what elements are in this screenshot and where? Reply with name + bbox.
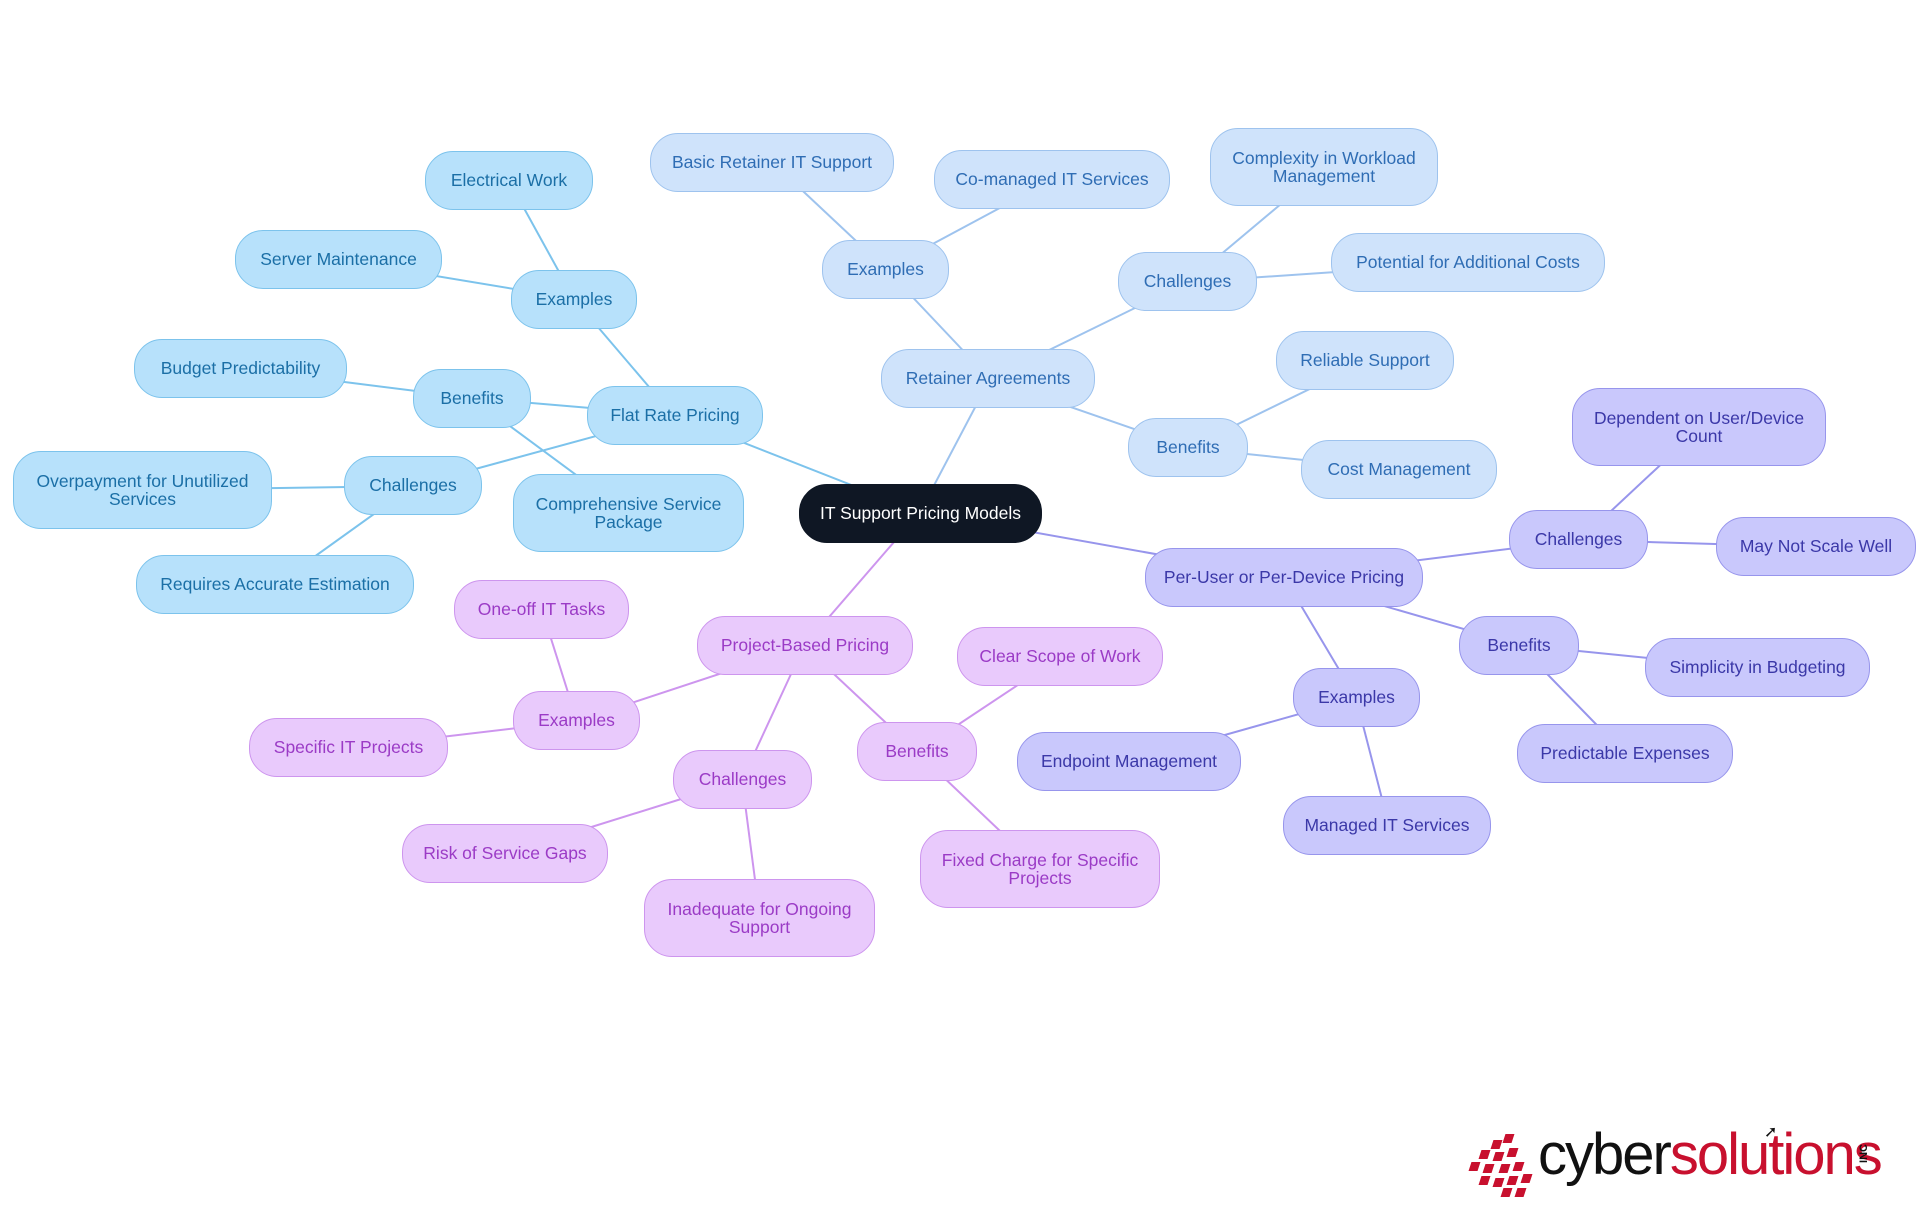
simplicity-budgeting-label: Simplicity in Budgeting [1669, 657, 1846, 678]
may-not-scale-node[interactable]: May Not Scale Well [1716, 517, 1916, 576]
server-maintenance-label: Server Maintenance [260, 249, 417, 270]
per-user-benefits-node[interactable]: Benefits [1459, 616, 1579, 675]
per-user-pricing-node[interactable]: Per-User or Per-Device Pricing [1145, 548, 1423, 607]
retainer-agreements-node[interactable]: Retainer Agreements [881, 349, 1095, 408]
logo-word-cyber: cyber [1538, 1122, 1672, 1187]
flat-rate-benefits-label: Benefits [440, 388, 504, 409]
retainer-agreements-label: Retainer Agreements [905, 368, 1071, 389]
per-user-pricing-label: Per-User or Per-Device Pricing [1163, 567, 1405, 588]
project-benefits-label: Benefits [885, 741, 949, 762]
comprehensive-service-package-label: Comprehensive Service Package [535, 493, 722, 532]
risk-service-gaps-node[interactable]: Risk of Service Gaps [402, 824, 608, 883]
inadequate-ongoing-label: Inadequate for Ongoing Support [667, 898, 852, 937]
endpoint-management-label: Endpoint Management [1040, 751, 1218, 772]
retainer-examples-label: Examples [847, 259, 924, 280]
flat-rate-benefits-node[interactable]: Benefits [413, 369, 531, 428]
overpayment-label: Overpayment for Unutilized Services [36, 470, 249, 509]
electrical-work-label: Electrical Work [450, 170, 568, 191]
managed-it-services-label: Managed IT Services [1304, 815, 1470, 836]
logo-inc: INC [1858, 1144, 1870, 1163]
fixed-charge-label: Fixed Charge for Specific Projects [941, 849, 1139, 888]
cost-management-node[interactable]: Cost Management [1301, 440, 1497, 499]
basic-retainer-label: Basic Retainer IT Support [671, 152, 873, 173]
endpoint-management-node[interactable]: Endpoint Management [1017, 732, 1241, 791]
retainer-benefits-node[interactable]: Benefits [1128, 418, 1248, 477]
retainer-examples-node[interactable]: Examples [822, 240, 949, 299]
reliable-support-node[interactable]: Reliable Support [1276, 331, 1454, 390]
specific-it-projects-label: Specific IT Projects [273, 737, 424, 758]
project-challenges-node[interactable]: Challenges [673, 750, 812, 809]
per-user-challenges-label: Challenges [1534, 529, 1623, 550]
potential-additional-costs-node[interactable]: Potential for Additional Costs [1331, 233, 1605, 292]
flat-rate-examples-node[interactable]: Examples [511, 270, 637, 329]
root-node-label: IT Support Pricing Models [819, 503, 1022, 524]
flat-rate-pricing-label: Flat Rate Pricing [610, 405, 740, 426]
electrical-work-node[interactable]: Electrical Work [425, 151, 593, 210]
root-node[interactable]: IT Support Pricing Models [799, 484, 1042, 543]
one-off-tasks-node[interactable]: One-off IT Tasks [454, 580, 629, 639]
per-user-benefits-label: Benefits [1487, 635, 1551, 656]
budget-predictability-label: Budget Predictability [160, 358, 321, 379]
per-user-examples-node[interactable]: Examples [1293, 668, 1420, 727]
simplicity-budgeting-node[interactable]: Simplicity in Budgeting [1645, 638, 1870, 697]
may-not-scale-label: May Not Scale Well [1739, 536, 1893, 557]
requires-accurate-estimation-label: Requires Accurate Estimation [160, 574, 390, 595]
retainer-challenges-node[interactable]: Challenges [1118, 252, 1257, 311]
project-challenges-label: Challenges [698, 769, 787, 790]
inadequate-ongoing-node[interactable]: Inadequate for Ongoing Support [644, 879, 875, 957]
dependent-count-label: Dependent on User/Device Count [1593, 407, 1805, 446]
co-managed-label: Co-managed IT Services [955, 169, 1149, 190]
project-examples-label: Examples [538, 710, 615, 731]
flat-rate-examples-label: Examples [535, 289, 613, 310]
per-user-examples-label: Examples [1318, 687, 1395, 708]
per-user-challenges-node[interactable]: Challenges [1509, 510, 1648, 569]
co-managed-node[interactable]: Co-managed IT Services [934, 150, 1170, 209]
reliable-support-label: Reliable Support [1300, 350, 1430, 371]
overpayment-node[interactable]: Overpayment for Unutilized Services [13, 451, 272, 529]
specific-it-projects-node[interactable]: Specific IT Projects [249, 718, 448, 777]
flat-rate-challenges-label: Challenges [369, 475, 457, 496]
dependent-count-node[interactable]: Dependent on User/Device Count [1572, 388, 1826, 466]
logo-word-solutions: solutions [1669, 1122, 1883, 1187]
risk-service-gaps-label: Risk of Service Gaps [423, 843, 587, 864]
server-maintenance-node[interactable]: Server Maintenance [235, 230, 442, 289]
managed-it-services-node[interactable]: Managed IT Services [1283, 796, 1491, 855]
project-based-pricing-node[interactable]: Project-Based Pricing [697, 616, 913, 675]
predictable-expenses-node[interactable]: Predictable Expenses [1517, 724, 1733, 783]
budget-predictability-node[interactable]: Budget Predictability [134, 339, 347, 398]
complexity-workload-node[interactable]: Complexity in Workload Management [1210, 128, 1438, 206]
potential-additional-costs-label: Potential for Additional Costs [1356, 252, 1580, 273]
clear-scope-label: Clear Scope of Work [979, 646, 1141, 667]
logo-arrow-icon: ➚ [1764, 1124, 1778, 1141]
one-off-tasks-label: One-off IT Tasks [477, 599, 606, 620]
requires-accurate-estimation-node[interactable]: Requires Accurate Estimation [136, 555, 414, 614]
project-examples-node[interactable]: Examples [513, 691, 640, 750]
cybersolutions-logo: cybersolutions ➚ INC [1466, 1122, 1886, 1200]
flat-rate-pricing-node[interactable]: Flat Rate Pricing [587, 386, 763, 445]
comprehensive-service-package-node[interactable]: Comprehensive Service Package [513, 474, 744, 552]
clear-scope-node[interactable]: Clear Scope of Work [957, 627, 1163, 686]
basic-retainer-node[interactable]: Basic Retainer IT Support [650, 133, 894, 192]
cost-management-label: Cost Management [1327, 459, 1471, 480]
complexity-workload-label: Complexity in Workload Management [1232, 147, 1416, 186]
project-based-pricing-label: Project-Based Pricing [720, 635, 890, 656]
retainer-benefits-label: Benefits [1156, 437, 1220, 458]
retainer-challenges-label: Challenges [1143, 271, 1232, 292]
project-benefits-node[interactable]: Benefits [857, 722, 977, 781]
predictable-expenses-label: Predictable Expenses [1540, 743, 1710, 764]
logo-wordmark: cybersolutions [1538, 1126, 1883, 1184]
fixed-charge-node[interactable]: Fixed Charge for Specific Projects [920, 830, 1160, 908]
flat-rate-challenges-node[interactable]: Challenges [344, 456, 482, 515]
